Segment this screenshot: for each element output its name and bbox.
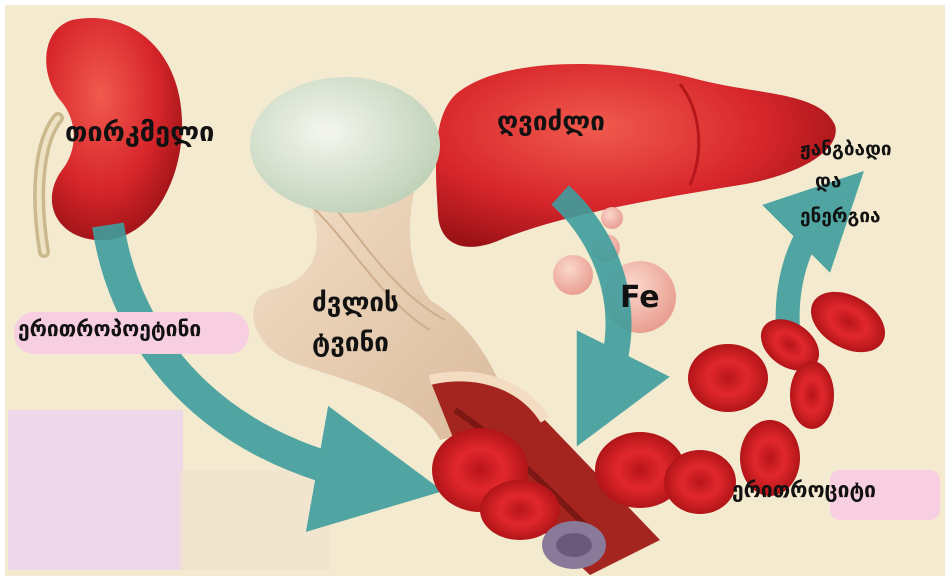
erythropoietin-label: ერითროპოეტინი [18, 317, 201, 341]
kidney-label: თირკმელი [65, 117, 214, 148]
bone-marrow-label-1: ძვლის [312, 288, 399, 318]
bone-marrow-label-2: ტვინი [312, 328, 389, 358]
oxygen-label-2: და [815, 170, 841, 192]
iron-sphere [553, 255, 593, 295]
oxygen-label-3: ენერგია [800, 205, 881, 227]
lilac-panel [8, 410, 183, 570]
liver-label: ღვიძლი [497, 107, 605, 137]
erythrocyte-label: ერითროციტი [732, 478, 876, 502]
oxygen-label-1: ჟანგბადი [800, 138, 892, 160]
iron-label: Fe [620, 280, 660, 315]
bone-head [250, 77, 440, 213]
iron-sphere [601, 207, 623, 229]
